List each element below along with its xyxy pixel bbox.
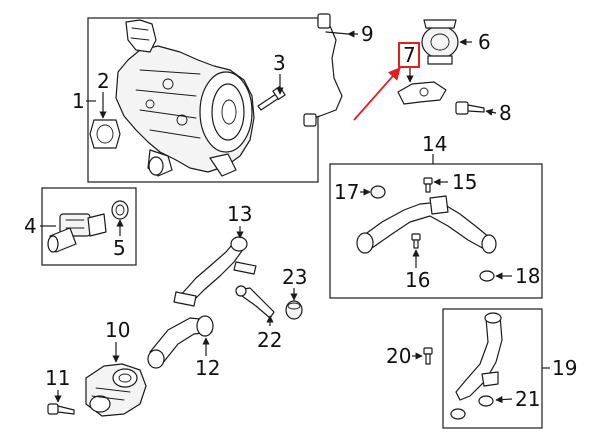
callout-18: 18 <box>515 264 540 288</box>
callout-22: 22 <box>257 328 282 352</box>
coolant-outlet-pipe <box>455 312 503 401</box>
callout-13: 13 <box>227 202 252 226</box>
pipe-bolt-bottom <box>411 233 421 249</box>
thermostat-seal <box>111 200 129 220</box>
outlet-pipe-bolt <box>423 347 433 365</box>
lower-hose <box>147 315 214 369</box>
callout-7: 7 <box>403 43 416 67</box>
callout-23: 23 <box>282 265 307 289</box>
callout-16: 16 <box>405 268 430 292</box>
cap <box>285 300 303 320</box>
callout-5: 5 <box>113 236 126 260</box>
harness-hose <box>303 13 349 127</box>
callout-14: 14 <box>422 132 447 156</box>
pipe-plug <box>370 185 386 199</box>
bracket-bolt <box>455 101 485 115</box>
callout-21: 21 <box>515 387 540 411</box>
highlight-box <box>398 42 420 68</box>
callout-19: 19 <box>552 356 577 380</box>
callout-2: 2 <box>97 69 110 93</box>
pump-bolt <box>257 86 286 111</box>
bypass-pipe <box>235 285 275 319</box>
callout-17: 17 <box>334 180 359 204</box>
callout-15: 15 <box>452 170 477 194</box>
callout-20: 20 <box>386 344 411 368</box>
coolant-pipe-group-frame <box>329 163 543 299</box>
upper-coolant-pipe <box>173 236 257 307</box>
callout-3: 3 <box>273 51 286 75</box>
callout-labels: 1 2 3 4 5 6 7 8 9 10 11 12 13 14 15 16 1… <box>24 22 577 411</box>
callout-4: 4 <box>24 214 37 238</box>
callout-11: 11 <box>45 366 70 390</box>
outlet-o-rings <box>450 395 494 420</box>
pipe-bolt-top <box>423 177 433 193</box>
coolant-outlet-housing <box>85 363 147 417</box>
thermostat <box>47 213 107 253</box>
auxiliary-coolant-pump <box>421 19 459 65</box>
callout-1: 1 <box>72 89 85 113</box>
leader-lines <box>40 30 550 404</box>
callout-6: 6 <box>478 30 491 54</box>
highlight-arrow <box>353 67 401 121</box>
callout-8: 8 <box>499 101 512 125</box>
water-pump-housing <box>115 19 255 177</box>
coolant-crossover-pipe <box>356 195 497 254</box>
pipe-o-ring <box>479 270 495 282</box>
callout-9: 9 <box>361 22 374 46</box>
highlight-marker <box>353 42 420 121</box>
callout-10: 10 <box>105 318 130 342</box>
callout-12: 12 <box>195 356 220 380</box>
pump-bracket <box>397 81 447 105</box>
pump-gasket <box>89 119 121 149</box>
outlet-bolt <box>47 403 75 415</box>
